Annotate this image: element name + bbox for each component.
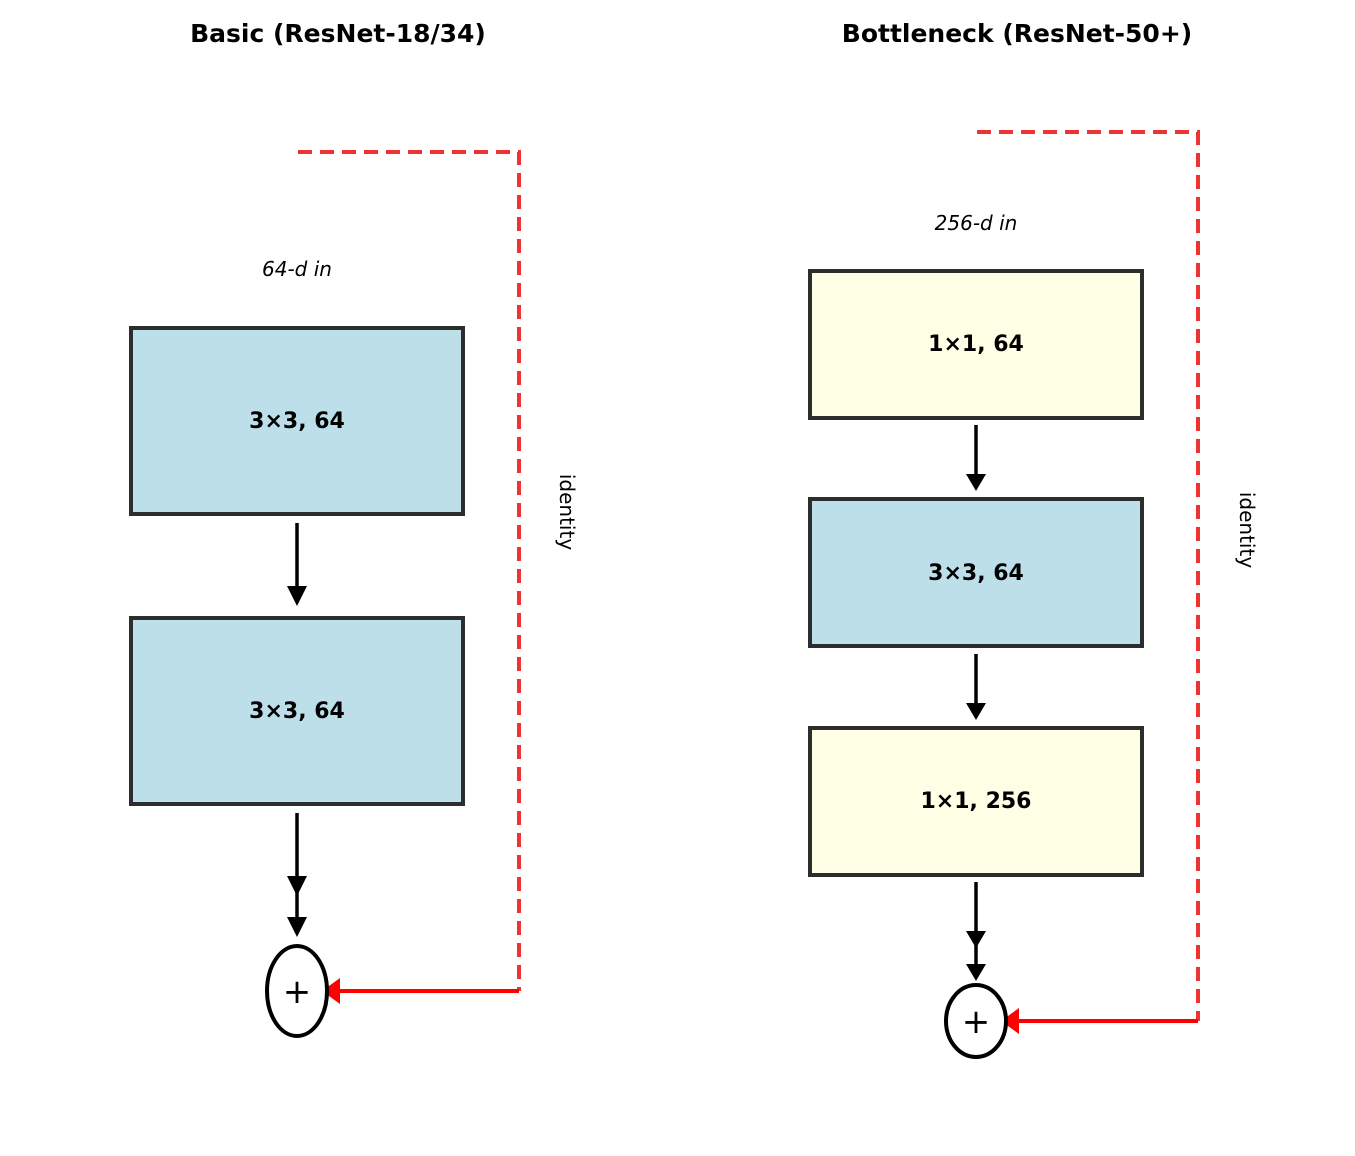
bottleneck-block-title: Bottleneck (ResNet-50+) xyxy=(842,19,1192,48)
bottleneck-arrow-3-head-lower xyxy=(966,964,986,981)
bottleneck-sum-node: + xyxy=(944,983,1008,1059)
bottleneck-identity-label: identity xyxy=(1235,492,1259,568)
bottleneck-layer-2-label: 3×3, 64 xyxy=(928,561,1024,586)
bottleneck-layer-3-box xyxy=(808,726,1144,877)
basic-arrow-2-head-upper xyxy=(287,876,307,896)
bottleneck-layer-1: 1×1, 64 xyxy=(808,269,1144,420)
basic-identity-arrowhead xyxy=(322,978,340,1004)
basic-layer-1: 3×3, 64 xyxy=(129,326,465,516)
bottleneck-arrow-2-head xyxy=(966,703,986,720)
basic-arrow-2-head-lower xyxy=(287,917,307,937)
bottleneck-layer-1-box xyxy=(808,269,1144,420)
bottleneck-identity-arrowhead xyxy=(1001,1008,1019,1034)
basic-sum-circle xyxy=(265,944,329,1038)
basic-block-title: Basic (ResNet-18/34) xyxy=(190,19,486,48)
basic-sum-node: + xyxy=(265,944,329,1038)
bottleneck-input-label: 256-d in xyxy=(935,211,1018,235)
basic-identity-skip-line xyxy=(298,150,521,991)
bottleneck-layer-1-label: 1×1, 64 xyxy=(928,332,1024,357)
basic-identity-label: identity xyxy=(555,474,579,550)
basic-layer-1-label: 3×3, 64 xyxy=(249,409,345,434)
bottleneck-sum-symbol: + xyxy=(962,1002,991,1042)
basic-block: Basic (ResNet-18/34) 64-d in identity 3×… xyxy=(129,19,579,1038)
basic-layer-2-label: 3×3, 64 xyxy=(249,699,345,724)
bottleneck-identity-skip-line xyxy=(977,130,1200,1021)
bottleneck-block: Bottleneck (ResNet-50+) 256-d in identit… xyxy=(808,19,1259,1059)
basic-input-label: 64-d in xyxy=(262,257,332,281)
bottleneck-layer-2-box xyxy=(808,497,1144,648)
basic-layer-1-box xyxy=(129,326,465,516)
bottleneck-arrow-3-head-upper xyxy=(966,931,986,948)
basic-layer-2: 3×3, 64 xyxy=(129,616,465,806)
basic-layer-2-box xyxy=(129,616,465,806)
basic-arrow-1-head xyxy=(287,586,307,606)
bottleneck-arrow-1-head xyxy=(966,474,986,491)
bottleneck-layer-3: 1×1, 256 xyxy=(808,726,1144,877)
bottleneck-sum-circle xyxy=(944,983,1008,1059)
bottleneck-layer-2: 3×3, 64 xyxy=(808,497,1144,648)
bottleneck-layer-3-label: 1×1, 256 xyxy=(921,789,1032,814)
basic-sum-symbol: + xyxy=(283,972,312,1012)
